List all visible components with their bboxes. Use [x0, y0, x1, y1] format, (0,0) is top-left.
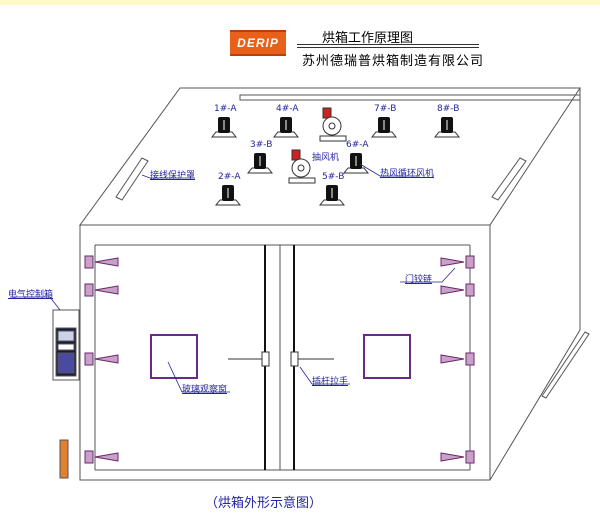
label-window: 玻璃观察窗: [182, 385, 228, 395]
label-circulation-fan: 热风循环风机: [380, 169, 435, 179]
hinge-icon: [440, 352, 475, 366]
circulation-fan-icon: [272, 117, 300, 138]
label-door-hinge: 门铰链: [405, 275, 433, 285]
fan-label: 2#-A: [218, 172, 241, 182]
handle-left: [261, 351, 270, 367]
window-left: [150, 334, 198, 379]
derip-logo: DERIP: [230, 30, 286, 56]
label-exhaust-fan: 抽风机: [312, 153, 340, 163]
label-handle: 插杆拉手: [312, 377, 349, 387]
right-side-strip: [541, 331, 590, 399]
fan-label: 6#-A: [346, 140, 369, 150]
hinge-icon: [84, 255, 119, 269]
oven-right-side: [489, 88, 581, 481]
control-box: [52, 309, 80, 381]
circulation-fan-icon: [342, 153, 370, 174]
handle-right: [290, 351, 299, 367]
fan-group: [210, 117, 461, 206]
oven-leg: [59, 439, 69, 479]
circulation-fan-icon: [318, 185, 346, 206]
oven-front-face: [79, 224, 491, 481]
top-rail: [239, 94, 581, 101]
wiring-cover-left: [115, 157, 149, 201]
hinge-icon: [84, 283, 119, 297]
exhaust-fan-icon: [319, 107, 347, 142]
fan-label: 4#-A: [276, 104, 299, 114]
fan-label: 8#-B: [437, 104, 460, 114]
hinge-icon: [440, 450, 475, 464]
circulation-fan-icon: [433, 117, 461, 138]
hinge-icon: [84, 352, 119, 366]
fan-label: 1#-A: [214, 104, 237, 114]
company-name: 苏州德瑞普烘箱制造有限公司: [302, 54, 485, 69]
circulation-fan-icon: [370, 117, 398, 138]
fan-label: 5#-B: [322, 172, 345, 182]
exhaust-fan-icon: [288, 149, 316, 184]
title-rule-2: [297, 47, 479, 48]
window-right: [363, 334, 411, 379]
fan-label: 3#-B: [250, 140, 273, 150]
hinge-icon: [440, 255, 475, 269]
fan-label: 7#-B: [374, 104, 397, 114]
label-control-box: 电气控制箱: [8, 290, 54, 300]
top-strip: [0, 0, 600, 5]
wiring-cover-right: [491, 157, 527, 201]
hinge-icon: [84, 450, 119, 464]
circulation-fan-icon: [214, 185, 242, 206]
label-wiring-cover: 接线保护罩: [150, 171, 196, 181]
circulation-fan-icon: [246, 153, 274, 174]
diagram-title: 烘箱工作原理图: [322, 31, 414, 46]
hinge-icon: [440, 283, 475, 297]
diagram-caption: （烘箱外形示意图）: [205, 496, 323, 511]
title-rule: [297, 44, 479, 45]
circulation-fan-icon: [210, 117, 238, 138]
